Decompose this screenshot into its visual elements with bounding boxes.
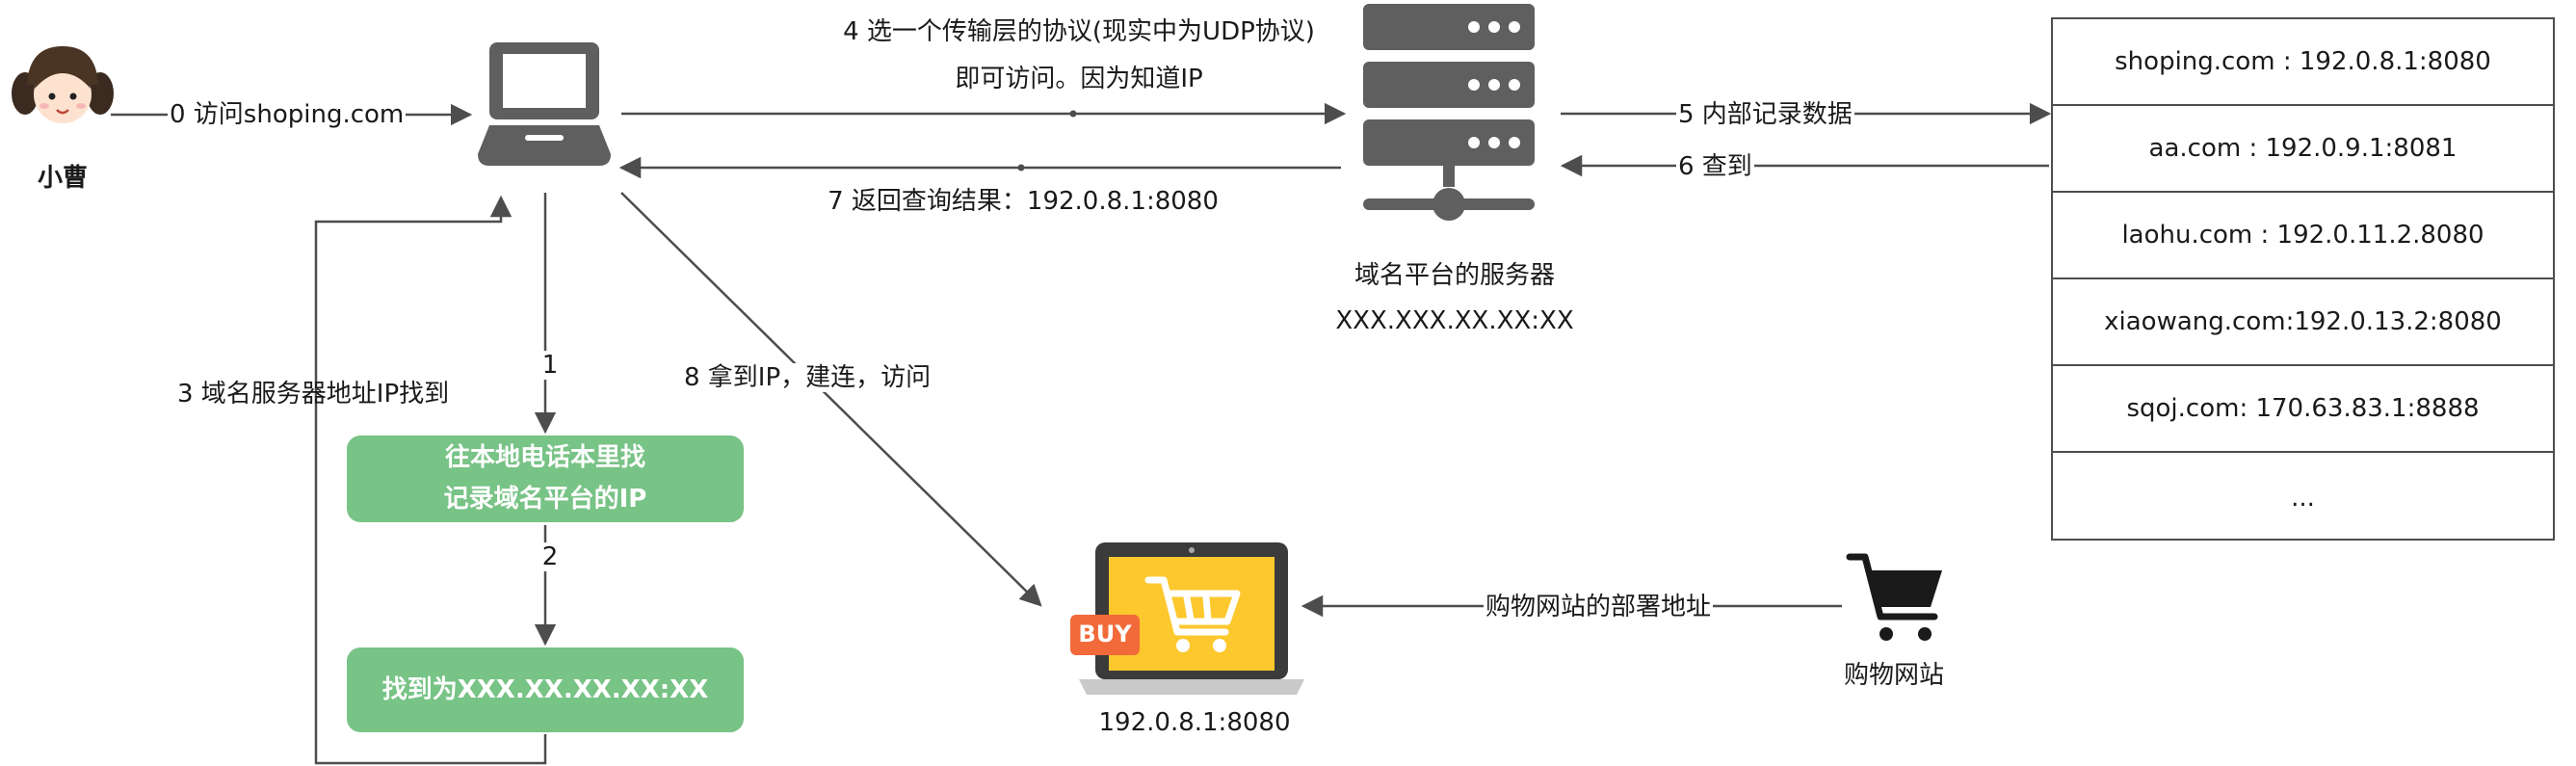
- step4-line2-label: 即可访问。因为知道IP: [955, 65, 1203, 93]
- step3-label: 3 域名服务器地址IP找到: [177, 380, 450, 409]
- record-row: ...: [2291, 483, 2315, 513]
- dns-records-table: shoping.com : 192.0.8.1:8080 aa.com : 19…: [2051, 17, 2555, 541]
- step0-label: 0 访问shoping.com: [168, 100, 407, 129]
- record-row: sqoj.com: 170.63.83.1:8888: [2053, 366, 2553, 453]
- person-name: 小曹: [37, 164, 89, 193]
- record-row: laohu.com : 192.0.11.2.8080: [2053, 193, 2553, 279]
- record-row: shoping.com : 192.0.8.1:8080: [2053, 19, 2553, 106]
- step2-label: 2: [539, 542, 561, 571]
- server-address: XXX.XXX.XX.XX:XX: [1335, 306, 1574, 335]
- laptop-icon: [478, 42, 611, 166]
- record-row: aa.com : 192.0.9.1:8081: [2053, 106, 2553, 193]
- record-row: xiaowang.com:192.0.13.2:8080: [2053, 279, 2553, 366]
- found-text: 找到为XXX.XX.XX.XX:XX: [381, 674, 709, 704]
- step4-line1-label: 4 选一个传输层的协议(现实中为UDP协议): [843, 17, 1315, 46]
- arrow-step8: [620, 192, 1042, 607]
- shop-site-label: 购物网站: [1843, 661, 1945, 690]
- found-box: 找到为XXX.XX.XX.XX:XX: [347, 647, 744, 732]
- buy-badge: BUY: [1078, 621, 1132, 647]
- step7-label: 7 返回查询结果：192.0.8.1:8080: [828, 187, 1219, 216]
- shop-laptop-icon: [1070, 542, 1304, 695]
- step5-label: 5 内部记录数据: [1676, 100, 1854, 129]
- local-lookup-line1: 往本地电话本里找: [444, 443, 645, 473]
- server-title: 域名平台的服务器: [1354, 261, 1556, 290]
- server-icon: [1363, 4, 1535, 221]
- local-lookup-line2: 记录域名平台的IP: [443, 485, 647, 514]
- arrow-step3: [314, 195, 547, 765]
- deploy-label: 购物网站的部署地址: [1484, 593, 1714, 621]
- shop-address: 192.0.8.1:8080: [1098, 708, 1291, 737]
- step6-label: 6 查到: [1676, 152, 1754, 181]
- step1-label: 1: [539, 351, 561, 380]
- person-avatar-icon: [12, 46, 114, 123]
- shopping-cart-icon: [1846, 553, 1942, 641]
- local-lookup-box: 往本地电话本里找 记录域名平台的IP: [347, 436, 744, 522]
- step8-label: 8 拿到IP，建连，访问: [682, 363, 933, 392]
